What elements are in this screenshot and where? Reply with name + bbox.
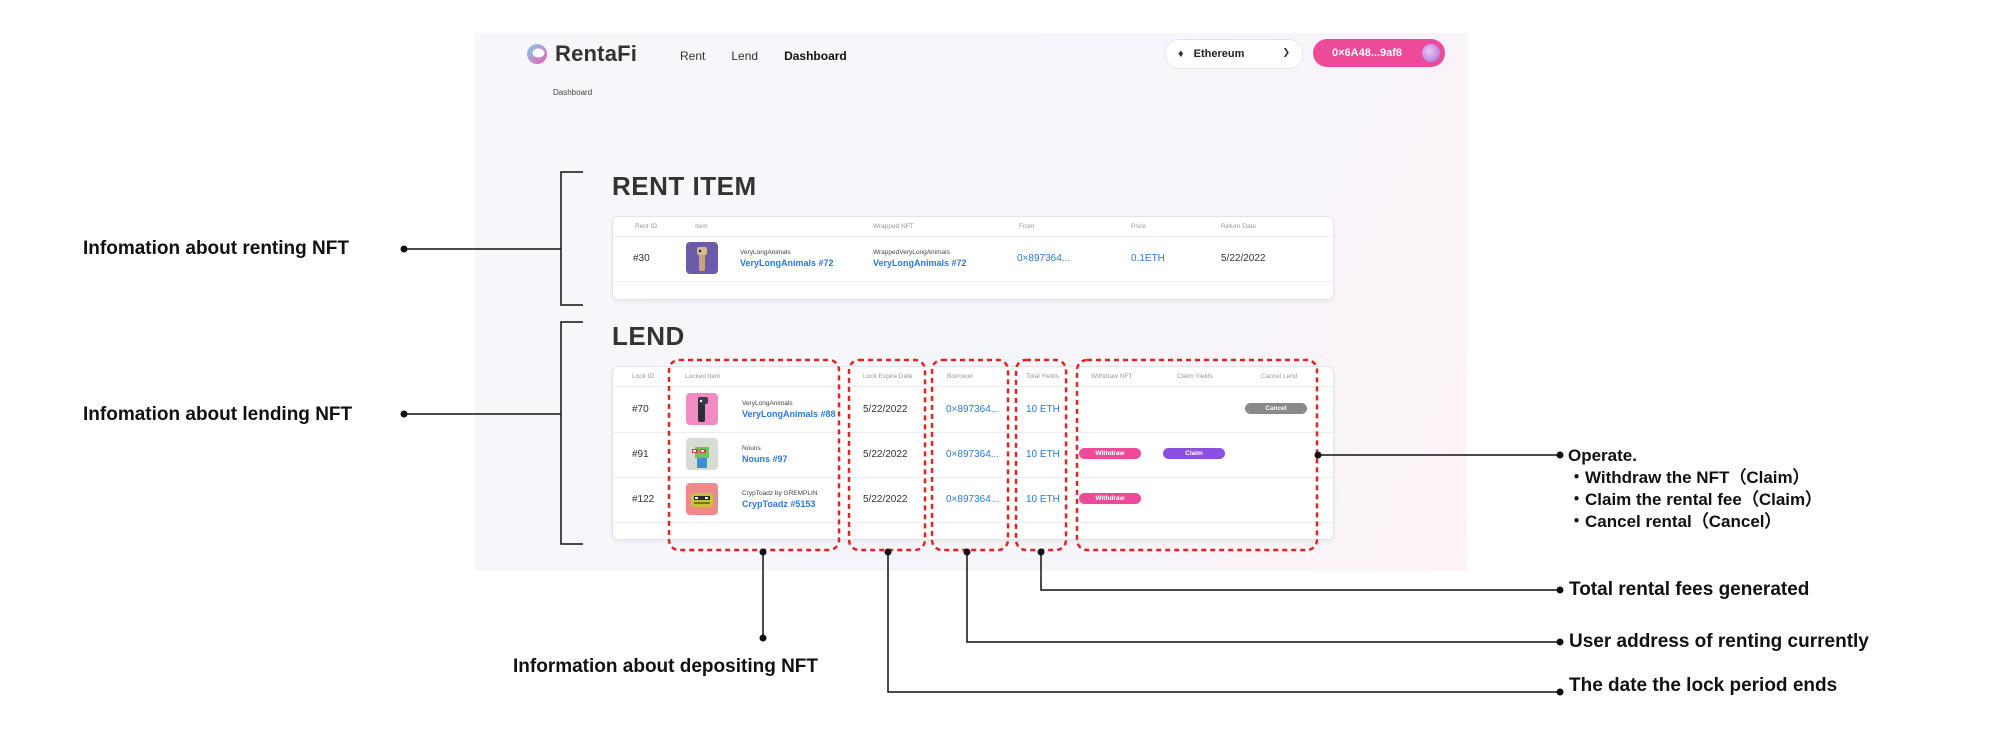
- nft-thumbnail-icon: [686, 483, 718, 515]
- lock-id: #122: [632, 494, 655, 505]
- lend-item-collection: VeryLongAnimals: [742, 400, 793, 407]
- wallet-button[interactable]: 0×6A48...9af8: [1313, 39, 1445, 67]
- lend-section-title: LEND: [612, 321, 685, 351]
- breadcrumb[interactable]: Dashboard: [553, 88, 593, 97]
- operate-highlight: [1075, 358, 1319, 552]
- cancel-button[interactable]: Cancel: [1245, 403, 1307, 414]
- rent-table: Rent ID Item Wrapped NFT From Price Retu…: [612, 216, 1334, 300]
- lend-header-expire: Lock Expire Date: [863, 373, 913, 380]
- rent-anno-dot: [400, 245, 408, 253]
- rent-section-title: RENT ITEM: [612, 171, 757, 201]
- rent-wrapped-name[interactable]: VeryLongAnimals #72: [873, 258, 967, 268]
- locked-item-highlight: [667, 358, 841, 552]
- borrower-highlight: [930, 358, 1010, 552]
- divider: [613, 522, 1333, 523]
- rentafi-logo-icon: [525, 42, 549, 66]
- nav-rent[interactable]: Rent: [680, 49, 706, 63]
- ethereum-icon: ♦: [1178, 48, 1184, 60]
- lend-header-yields: Total Yields: [1026, 373, 1059, 380]
- nav-lend[interactable]: Lend: [731, 49, 759, 63]
- rent-header-from: From: [1019, 223, 1035, 230]
- rent-item-collection: VeryLongAnimals: [740, 249, 791, 256]
- chevron-down-icon: ❯: [1282, 47, 1290, 57]
- operate-annotation: Operate. ・Withdraw the NFT（Claim） ・Claim…: [1568, 445, 1822, 533]
- borrower-address[interactable]: 0×897364...: [946, 404, 1000, 415]
- rent-header-wrapped: Wrapped NFT: [873, 223, 914, 230]
- nft-thumbnail-icon: [686, 242, 718, 274]
- rent-from-address[interactable]: 0×897364...: [1017, 253, 1071, 264]
- lend-item-collection: CrypToadz by GREMPLIN: [742, 490, 818, 497]
- nft-thumbnail-icon: [686, 438, 718, 470]
- brand-name: RentaFi: [555, 41, 638, 66]
- rent-id: #30: [633, 253, 650, 264]
- divider: [613, 386, 1333, 387]
- lend-anno-dot: [400, 410, 408, 418]
- lock-expire-date: 5/22/2022: [863, 449, 908, 460]
- lock-id: #70: [632, 404, 649, 415]
- lend-item-name[interactable]: CrypToadz #5153: [742, 499, 816, 509]
- lend-item-name[interactable]: Nouns #97: [742, 454, 788, 464]
- lend-header-claim: Claim Yields: [1177, 373, 1213, 380]
- withdraw-button[interactable]: Withdraw: [1079, 493, 1141, 504]
- lock-expire-date: 5/22/2022: [863, 404, 908, 415]
- rent-wrapped-collection: WrappedVeryLongAnimals: [873, 249, 950, 256]
- operate-title: Operate.: [1568, 446, 1637, 465]
- total-yields: 10 ETH: [1026, 494, 1060, 505]
- rent-header-id: Rent ID: [635, 223, 658, 230]
- lend-header-borrower: Borrower: [947, 373, 974, 380]
- expire-date-highlight: [847, 358, 927, 552]
- lend-item-name[interactable]: VeryLongAnimals #88: [742, 409, 836, 419]
- operate-item-claim: ・Claim the rental fee（Claim）: [1568, 490, 1823, 509]
- divider: [613, 432, 1333, 433]
- lend-item-collection: Nouns: [742, 445, 761, 452]
- app-screenshot: RentaFi Rent Lend Dashboard ♦ Ethereum ❯…: [475, 33, 1467, 571]
- lending-annotation: Infomation about lending NFT: [83, 404, 353, 425]
- rent-price: 0.1ETH: [1131, 253, 1165, 264]
- nav-dashboard[interactable]: Dashboard: [784, 49, 847, 63]
- user-address-connector: [966, 552, 1560, 643]
- lend-bracket: [404, 321, 583, 545]
- operate-item-withdraw: ・Withdraw the NFT（Claim）: [1568, 468, 1810, 487]
- lock-date-annotation: The date the lock period ends: [1569, 675, 1838, 696]
- depositing-annotation: Information about depositing NFT: [513, 656, 819, 677]
- lock-id: #91: [632, 449, 649, 460]
- borrower-address[interactable]: 0×897364...: [946, 449, 1000, 460]
- total-fees-annotation: Total rental fees generated: [1569, 579, 1810, 600]
- total-fees-connector: [1040, 552, 1560, 591]
- rent-bracket: [404, 171, 583, 306]
- lend-table: Lock ID Locked Item Lock Expire Date Bor…: [612, 366, 1334, 540]
- operate-item-cancel: ・Cancel rental（Cancel）: [1568, 512, 1782, 531]
- claim-button[interactable]: Claim: [1163, 448, 1225, 459]
- rent-header-price: Price: [1131, 223, 1146, 230]
- yields-highlight: [1014, 358, 1068, 552]
- chain-select[interactable]: ♦ Ethereum ❯: [1165, 39, 1303, 69]
- rent-header-item: Item: [695, 223, 708, 230]
- brand-logo[interactable]: RentaFi: [525, 41, 637, 67]
- divider: [613, 236, 1333, 237]
- lend-header-withdraw: Withdraw NFT: [1091, 373, 1133, 380]
- rent-header-return: Return Date: [1221, 223, 1257, 230]
- rent-item-name[interactable]: VeryLongAnimals #72: [740, 258, 834, 268]
- user-address-annotation: User address of renting currently: [1569, 631, 1869, 652]
- renting-annotation: Infomation about renting NFT: [83, 238, 349, 259]
- wallet-address: 0×6A48...9af8: [1332, 47, 1403, 59]
- lock-expire-date: 5/22/2022: [863, 494, 908, 505]
- lend-header-cancel: Cancel Lend: [1261, 373, 1298, 380]
- total-yields: 10 ETH: [1026, 449, 1060, 460]
- lend-header-id: Lock ID: [632, 373, 655, 380]
- chain-label: Ethereum: [1193, 48, 1245, 60]
- main-nav: Rent Lend Dashboard: [680, 49, 847, 63]
- avatar: [1422, 44, 1440, 62]
- lend-header-locked-item: Locked Item: [685, 373, 721, 380]
- rent-return-date: 5/22/2022: [1221, 253, 1266, 264]
- withdraw-button[interactable]: Withdraw: [1079, 448, 1141, 459]
- divider: [613, 281, 1333, 282]
- nft-thumbnail-icon: [686, 393, 718, 425]
- lock-date-connector: [887, 552, 1560, 693]
- divider: [613, 477, 1333, 478]
- borrower-address[interactable]: 0×897364...: [946, 494, 1000, 505]
- total-yields: 10 ETH: [1026, 404, 1060, 415]
